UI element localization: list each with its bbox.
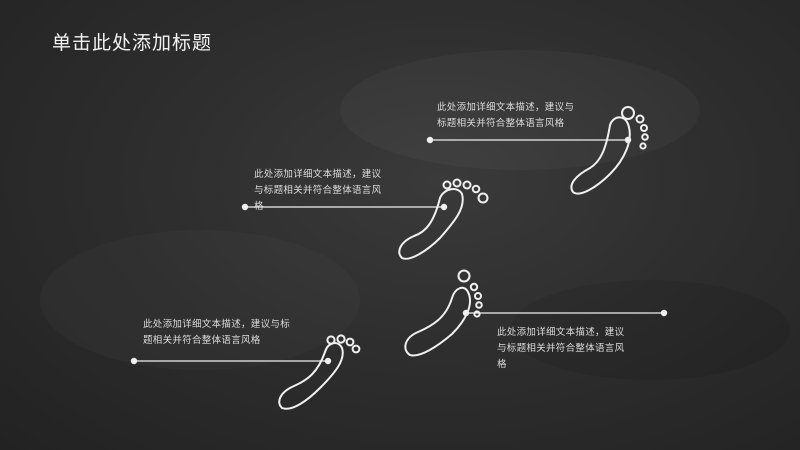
connector-4 xyxy=(462,309,668,317)
step-3-description[interactable]: 此处添加详细文本描述，建议与标 题相关并符合整体语言风格 xyxy=(143,317,323,349)
step-4-line-3: 格 xyxy=(497,359,507,370)
step-3-line-1: 此处添加详细文本描述，建议与标 xyxy=(143,319,291,330)
step-2-line-1: 此处添加详细文本描述，建议 xyxy=(254,169,382,180)
step-1-description[interactable]: 此处添加详细文本描述，建议与 标题相关并符合整体语言风格 xyxy=(437,100,607,132)
connector-1 xyxy=(426,136,632,144)
step-4-description[interactable]: 此处添加详细文本描述，建议 与标题相关并符合整体语言风 格 xyxy=(497,325,657,373)
footprint-icon-2 xyxy=(398,178,489,260)
step-1-line-1: 此处添加详细文本描述，建议与 xyxy=(437,102,575,113)
footprint-icon-3 xyxy=(278,334,361,410)
footprint-icon-4 xyxy=(404,269,483,357)
footprint-icon-1 xyxy=(570,106,649,195)
slide-title[interactable]: 单击此处添加标题 xyxy=(52,32,213,54)
step-4-line-2: 与标题相关并符合整体语言风 xyxy=(497,343,625,354)
step-1-line-2: 标题相关并符合整体语言风格 xyxy=(437,118,565,129)
step-2-line-2: 与标题相关并符合整体语言风 xyxy=(254,185,382,196)
connector-3 xyxy=(130,357,332,365)
connector-2 xyxy=(241,203,448,211)
step-3-line-2: 题相关并符合整体语言风格 xyxy=(143,335,261,346)
step-4-line-1: 此处添加详细文本描述，建议 xyxy=(497,327,625,338)
